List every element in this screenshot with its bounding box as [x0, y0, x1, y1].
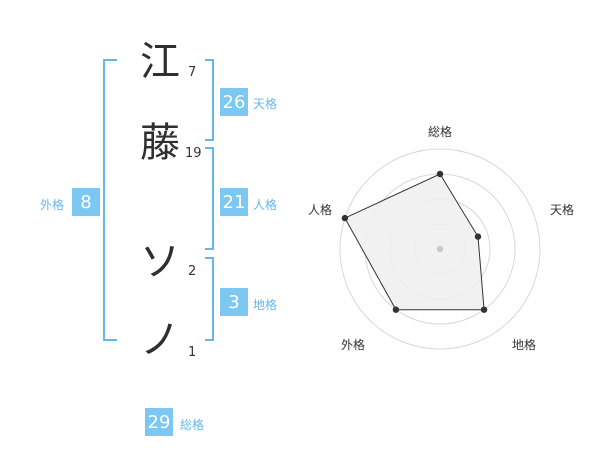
- stroke-count-4: 1: [188, 345, 197, 360]
- tenkaku-bracket: [205, 59, 214, 141]
- jinkaku-value-badge: 21: [220, 188, 248, 216]
- radar-point-4: [392, 306, 400, 313]
- radar-value-points: [341, 170, 488, 313]
- soukaku-label: 総格: [180, 418, 205, 432]
- name-char-3: ソ: [140, 239, 180, 285]
- radar-center-dot: [436, 245, 444, 253]
- radar-axis-label-jinkaku: 人格: [308, 203, 333, 217]
- tenkaku-label: 天格: [253, 97, 278, 111]
- radar-point-5: [341, 214, 349, 222]
- radar-ring: [339, 148, 541, 350]
- radar-axis-label-chikaku: 地格: [512, 338, 537, 352]
- radar-point-3: [480, 306, 488, 313]
- name-char-1: 江: [140, 39, 180, 85]
- stroke-count-2: 19: [185, 146, 202, 161]
- chikaku-label: 地格: [253, 298, 278, 312]
- radar-axis-label-tenkaku: 天格: [550, 203, 575, 217]
- name-char-4: ノ: [140, 317, 180, 363]
- chikaku-value-badge: 3: [220, 288, 248, 316]
- radar-axis-label-soukaku: 総格: [428, 125, 453, 139]
- gaikaku-label: 外格: [40, 198, 65, 212]
- soukaku-value-badge: 29: [145, 408, 173, 436]
- chikaku-bracket: [205, 257, 214, 341]
- radar-point-2: [474, 233, 482, 240]
- name-char-2: 藤: [140, 120, 180, 166]
- gaikaku-bracket: [103, 59, 117, 341]
- stroke-count-1: 7: [188, 65, 197, 80]
- stroke-count-3: 2: [188, 264, 197, 279]
- jinkaku-label: 人格: [253, 198, 278, 212]
- tenkaku-value-badge: 26: [220, 88, 248, 116]
- radar-point-1: [436, 170, 444, 178]
- radar-value-polygon: [344, 173, 485, 311]
- jinkaku-bracket: [205, 147, 214, 250]
- radar-axis-label-gaikaku: 外格: [341, 338, 366, 352]
- gaikaku-value-badge: 8: [72, 188, 100, 216]
